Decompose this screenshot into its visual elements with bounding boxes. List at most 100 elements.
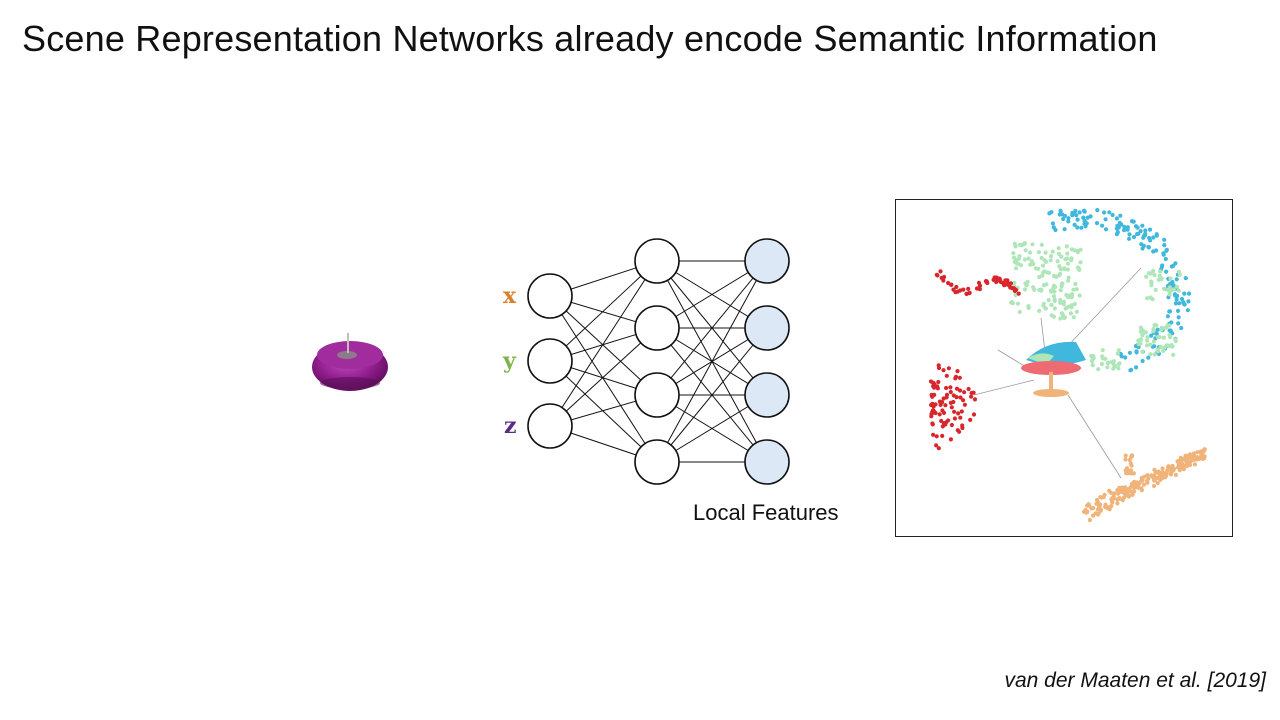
embedding-point-back xyxy=(1082,209,1087,214)
embedding-point-base xyxy=(1132,485,1137,490)
network-connection xyxy=(656,260,768,463)
embedding-point-back xyxy=(1165,314,1170,319)
embedding-point-arms xyxy=(936,379,941,385)
local-features-caption: Local Features xyxy=(693,500,839,525)
network-connection xyxy=(549,260,658,427)
embedding-point-legs xyxy=(1105,365,1110,370)
embedding-point-arms xyxy=(952,416,957,421)
embedding-point-legs xyxy=(1056,251,1061,256)
slide-title: Scene Representation Networks already en… xyxy=(22,18,1158,59)
embedding-point-legs xyxy=(1151,326,1156,331)
embedding-point-legs xyxy=(1066,275,1071,280)
embedding-point-base xyxy=(1152,476,1157,481)
embedding-point-legs xyxy=(1115,351,1120,356)
embedding-point-legs xyxy=(1016,256,1021,261)
embedding-point-arms xyxy=(944,392,950,397)
embedding-point-legs xyxy=(1049,313,1054,318)
embedding-point-arms xyxy=(977,283,982,288)
embedding-point-base xyxy=(1125,471,1130,476)
embedding-point-back xyxy=(1122,228,1127,233)
embedding-point-back xyxy=(1072,210,1077,216)
embedding-point-legs xyxy=(1069,256,1074,261)
embedding-point-legs xyxy=(1044,282,1049,287)
embedding-point-arms xyxy=(941,410,947,415)
embedding-point-arms xyxy=(957,429,962,434)
embedding-point-back xyxy=(1139,242,1144,247)
embedding-point-legs xyxy=(1151,339,1156,344)
embedding-point-back xyxy=(1072,222,1077,227)
embedding-point-arms xyxy=(941,368,946,373)
embedding-point-legs xyxy=(1043,259,1049,264)
embedding-point-back xyxy=(1058,208,1063,213)
embedding-point-legs xyxy=(1136,338,1141,343)
embedding-point-arms xyxy=(959,409,964,414)
embedding-point-base xyxy=(1154,469,1159,474)
embedding-point-back xyxy=(1167,309,1173,314)
embedding-point-legs xyxy=(1058,297,1063,302)
embedding-point-back xyxy=(1151,249,1156,254)
network-connection xyxy=(549,327,658,427)
embedding-point-arms xyxy=(969,390,974,396)
embedding-point-legs xyxy=(1106,360,1111,365)
embedding-point-legs xyxy=(1052,289,1057,294)
embedding-point-back xyxy=(1122,224,1127,229)
embedding-point-back xyxy=(1100,223,1105,228)
embedding-point-base xyxy=(1107,488,1112,493)
embedding-point-legs xyxy=(1176,288,1181,293)
network-connection xyxy=(549,295,658,463)
embedding-point-legs xyxy=(1140,349,1145,354)
embedding-point-back xyxy=(1123,355,1128,360)
embedding-point-legs xyxy=(1062,266,1067,271)
embedding-point-back xyxy=(1053,227,1058,233)
embedding-point-legs xyxy=(1069,305,1074,310)
embedding-point-legs xyxy=(1145,296,1150,301)
network-connection xyxy=(656,260,768,396)
embedding-point-legs xyxy=(1032,287,1037,292)
object-render-image xyxy=(312,333,388,391)
embedding-point-back xyxy=(1161,252,1166,257)
embedding-point-back xyxy=(1162,237,1167,242)
embedding-point-base xyxy=(1091,505,1096,511)
network-connections xyxy=(549,260,768,463)
embedding-point-arms xyxy=(953,376,958,381)
embedding-point-legs xyxy=(1158,344,1163,349)
embedding-point-legs xyxy=(1009,299,1015,305)
embedding-point-legs xyxy=(1043,250,1048,255)
embedding-point-legs xyxy=(1036,266,1041,271)
embedding-point-arms xyxy=(1012,286,1017,291)
embedding-point-base xyxy=(1087,517,1092,523)
embedding-point-back xyxy=(1049,210,1054,215)
output-node xyxy=(744,372,790,418)
embedding-point-back xyxy=(1186,299,1191,304)
output-node xyxy=(744,439,790,485)
embedding-point-legs xyxy=(1075,250,1080,255)
embedding-point-legs xyxy=(1013,244,1018,249)
embedding-point-legs xyxy=(1153,287,1158,292)
embedding-point-legs xyxy=(1159,276,1164,281)
embedding-point-legs xyxy=(1046,298,1051,303)
embedding-point-base xyxy=(1173,472,1178,477)
embedding-point-legs xyxy=(1149,283,1154,288)
embedding-point-base xyxy=(1195,450,1200,455)
embedding-point-base xyxy=(1102,492,1107,497)
embedding-point-back xyxy=(1117,220,1122,225)
embedding-point-back xyxy=(1154,233,1159,238)
embedding-point-back xyxy=(1066,219,1071,224)
embedding-point-back xyxy=(1140,358,1145,364)
embedding-point-arms xyxy=(960,425,965,431)
embedding-point-legs xyxy=(1152,272,1157,278)
embedding-point-arms xyxy=(958,395,963,400)
embedding-point-arms xyxy=(931,402,936,408)
embedding-point-base xyxy=(1169,469,1174,475)
embedding-point-base xyxy=(1122,495,1127,500)
embedding-point-arms xyxy=(957,375,962,380)
embedding-point-back xyxy=(1081,215,1086,220)
embedding-point-legs xyxy=(1058,316,1063,321)
embedding-point-base xyxy=(1151,483,1157,489)
embedding-point-back xyxy=(1062,227,1067,232)
embedding-point-back xyxy=(1186,291,1192,296)
embedding-point-arms xyxy=(949,282,954,287)
embedding-point-back xyxy=(1149,333,1154,338)
embedding-point-legs xyxy=(1168,276,1173,281)
embedding-point-legs xyxy=(1021,242,1026,247)
